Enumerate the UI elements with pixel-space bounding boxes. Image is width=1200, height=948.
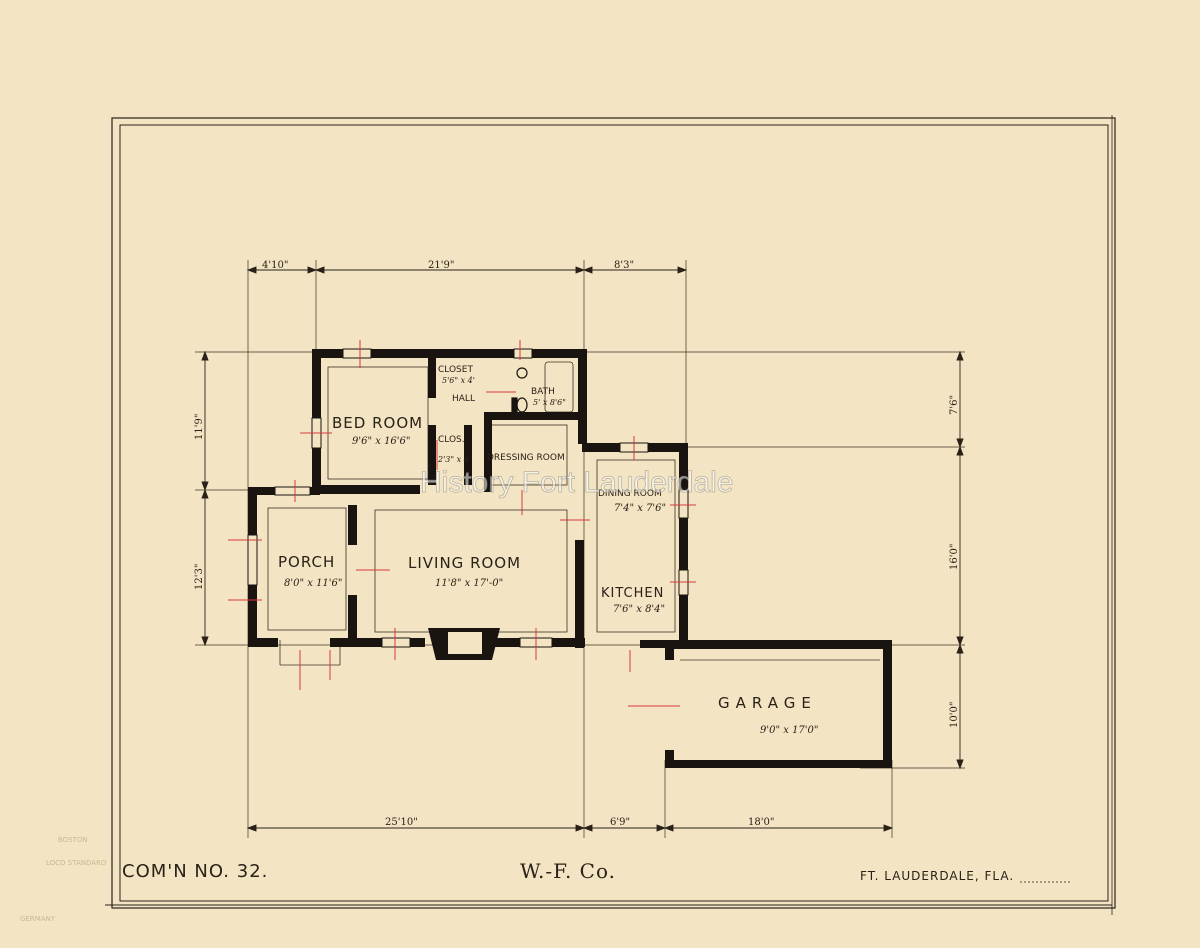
paper-stamp-line-3: GERMANY <box>20 915 56 923</box>
dim-bottom-2: 6'9" <box>610 817 630 828</box>
bath-label: BATH <box>531 387 555 397</box>
porch-dimensions: 8'0" x 11'6" <box>284 578 343 589</box>
fireplace-hearth <box>448 632 482 654</box>
kitchen-dimensions: 7'6" x 8'4" <box>613 604 665 615</box>
closet-label: CLOSET <box>438 365 473 375</box>
closet-dimensions: 5'6" x 4' <box>442 376 475 385</box>
clos-label: CLOS. <box>438 435 465 445</box>
dim-left-1: 11'9" <box>194 414 205 440</box>
porch-label: PORCH <box>278 553 335 571</box>
dim-top-2: 21'9" <box>428 260 454 271</box>
clos-dimensions: 2'3" x 4' <box>437 455 471 464</box>
garage-label: GARAGE <box>718 694 817 712</box>
bedroom-dimensions: 9'6" x 16'6" <box>352 436 411 447</box>
dim-right-3: 10'0" <box>949 702 960 728</box>
dining-room-dimensions: 7'4" x 7'6" <box>614 503 666 514</box>
dim-right-2: 16'0" <box>949 544 960 570</box>
dim-bottom-3: 18'0" <box>748 817 774 828</box>
commission-number: COM'N NO. 32. <box>122 861 268 882</box>
bath-dimensions: 5' x 8'6" <box>533 398 566 407</box>
red-pencil-marks <box>228 340 696 707</box>
sheet-border <box>105 115 1116 915</box>
location-label: FT. LAUDERDALE, FLA. <box>860 869 1014 883</box>
hall-label: HALL <box>452 394 475 404</box>
bath-fixtures <box>511 367 528 413</box>
paper-stamp-line-2: LOCO STANDARD <box>46 859 106 867</box>
dim-top-3: 8'3" <box>614 260 634 271</box>
kitchen-label: KITCHEN <box>601 586 664 601</box>
company-name: W.-F. Co. <box>520 859 616 883</box>
dining-room-label: DINING ROOM <box>598 489 662 499</box>
watermark: History Fort Lauderdale <box>420 466 733 499</box>
living-room-label: LIVING ROOM <box>408 554 521 572</box>
paper-stamp-line-1: BOSTON <box>58 836 88 844</box>
dressing-room-label: DRESSING ROOM <box>487 453 565 463</box>
dimension-lines <box>201 266 964 832</box>
dim-left-2: 12'3" <box>194 564 205 590</box>
room-outlines <box>267 361 880 666</box>
garage-dimensions: 9'0" x 17'0" <box>760 725 819 736</box>
dim-bottom-1: 25'10" <box>385 817 418 828</box>
dim-right-1: 7'6" <box>949 395 960 415</box>
bedroom-label: BED ROOM <box>332 414 423 432</box>
paper-maker-stamp: BOSTON LOCO STANDARD GERMANY <box>20 836 106 923</box>
dim-top-1: 4'10" <box>262 260 288 271</box>
living-room-dimensions: 11'8" x 17'-0" <box>435 578 503 589</box>
